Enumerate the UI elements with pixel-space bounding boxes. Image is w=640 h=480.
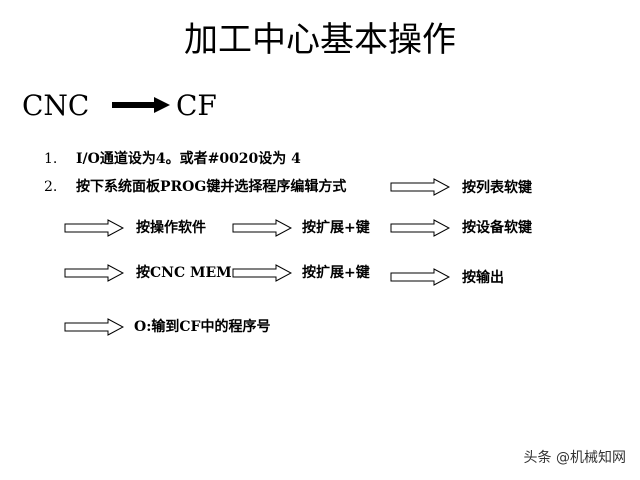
expand-key-label-2: 按扩展+键: [302, 265, 370, 281]
hollow-arrow-icon: [64, 318, 124, 336]
source-label: CNC: [22, 89, 90, 122]
watermark: 头条 @机械知网: [523, 450, 626, 466]
device-key-label: 按设备软键: [462, 220, 532, 236]
hollow-arrow-icon: [64, 219, 124, 237]
solid-arrow-icon: [112, 97, 170, 113]
step-2-text: 按下系统面板PROG键并选择程序编辑方式: [76, 179, 347, 195]
step-1-number: 1.: [44, 151, 58, 167]
hollow-arrow-icon: [232, 264, 292, 282]
program-number-label: O:输到CF中的程序号: [134, 319, 271, 335]
step-2-number: 2.: [44, 179, 58, 195]
hollow-arrow-icon: [390, 268, 450, 286]
target-label: CF: [176, 89, 217, 122]
page-title: 加工中心基本操作: [184, 20, 456, 60]
hollow-arrow-icon: [390, 219, 450, 237]
output-label: 按输出: [462, 270, 504, 286]
expand-key-label-1: 按扩展+键: [302, 220, 370, 236]
hollow-arrow-icon: [390, 178, 450, 196]
list-key-label: 按列表软键: [462, 180, 532, 196]
step-1-text: I/O通道设为4。或者#0020设为 4: [76, 151, 301, 167]
hollow-arrow-icon: [64, 264, 124, 282]
operate-soft-label: 按操作软件: [136, 220, 206, 236]
cnc-mem-label: 按CNC MEM: [136, 265, 232, 281]
hollow-arrow-icon: [232, 219, 292, 237]
